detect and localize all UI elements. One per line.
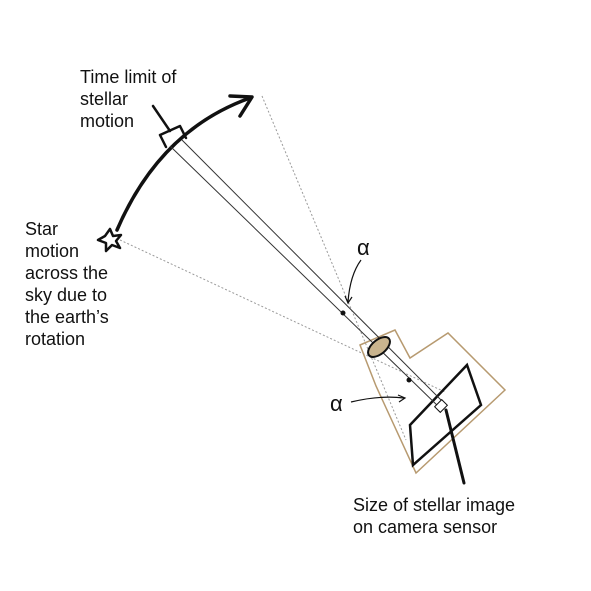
time-limit-line-1: Time limit of [80,67,177,87]
time-limit-label: Time limit of stellar motion [80,66,176,132]
star-motion-line-4: sky due to [25,285,108,305]
lens-icon [367,336,391,358]
star-motion-line-3: across the [25,263,109,283]
camera-sensor [408,362,483,468]
star-icon [96,227,123,253]
ray-dot-lower [406,377,412,383]
ray-dot-upper [340,310,346,316]
alpha-upper-arrowhead [344,295,353,305]
alpha-lower-pointer [350,396,405,403]
star-motion-label: Star motion across the sky due to the ea… [25,218,109,350]
time-limit-bracket [151,104,188,149]
stellar-image-spot [433,398,449,414]
star-motion-line-5: the earth’s [25,307,109,327]
alpha-lower-arrowhead [397,394,407,403]
star-motion-line-6: rotation [25,329,86,349]
arc-arrowhead [228,94,254,118]
time-limit-line-3: motion [80,111,135,131]
dotted-ray-from-arrow-tip [261,95,407,441]
star-motion-line-1: Star [25,219,59,239]
dotted-ray-from-star [119,239,446,393]
alpha-upper-label: α [357,235,370,260]
image-size-line-2: on camera sensor [353,517,498,537]
image-size-label: Size of stellar image on camera sensor [353,494,515,538]
alpha-upper-pointer [347,259,362,303]
alpha-lower-label: α [330,391,343,416]
central-ray-right [181,139,446,405]
star-motion-line-2: motion [25,241,80,261]
central-ray-left [169,145,441,409]
image-size-line-1: Size of stellar image [353,495,516,515]
time-limit-line-2: stellar [80,89,129,109]
camera-body-outline [359,329,507,475]
image-size-pointer [444,408,466,485]
